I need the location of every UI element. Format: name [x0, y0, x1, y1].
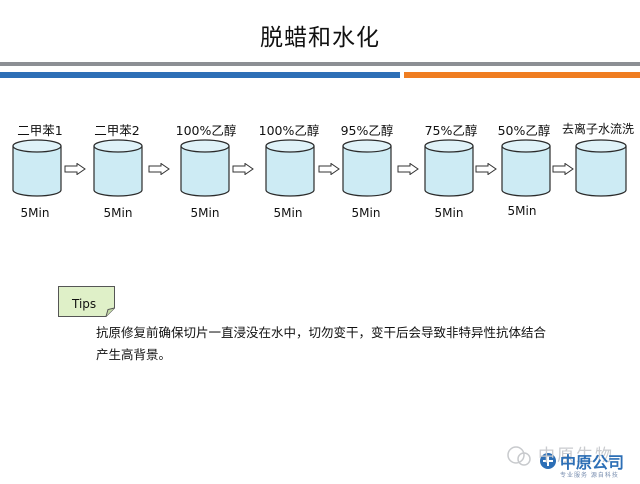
reagent-tank-icon	[180, 139, 230, 197]
stage-label: 二甲苯1	[17, 123, 63, 138]
tips-note-text: 抗原修复前确保切片一直浸没在水中，切勿变干，变干后会导致非特异性抗体结合产生高背…	[96, 325, 547, 362]
stage-label: 95%乙醇	[340, 123, 394, 138]
arrow-right-icon	[318, 163, 340, 175]
stage-label: 75%乙醇	[424, 123, 478, 138]
arrow-right-icon	[232, 163, 254, 175]
stage-time: 5Min	[103, 206, 133, 220]
tips-label: Tips	[72, 297, 97, 311]
tips-note-shape	[58, 286, 115, 317]
watermark-logo-text: 中原公司	[560, 453, 625, 472]
stage-label: 二甲苯2	[94, 123, 140, 138]
reagent-tank-icon	[424, 139, 474, 197]
arrow-right-icon	[552, 163, 574, 175]
stage-label: 100%乙醇	[258, 123, 320, 138]
watermark-logo-subtext: 专业服务 源自科技	[560, 472, 619, 479]
stage-label: 50%乙醇	[497, 123, 551, 138]
stage-time: 5Min	[507, 204, 537, 218]
header-divider-orange	[404, 72, 640, 78]
stage-label: 100%乙醇	[175, 123, 237, 138]
reagent-tank-icon	[575, 139, 627, 197]
stage-label: 去离子水流洗	[561, 122, 634, 136]
watermark-logo	[507, 446, 556, 469]
reagent-tank-icon	[265, 139, 315, 197]
page-title: 脱蜡和水化	[260, 25, 380, 51]
stage-time: 5Min	[20, 206, 50, 220]
stage-time: 5Min	[434, 206, 464, 220]
stage-time: 5Min	[190, 206, 220, 220]
reagent-tank-icon	[501, 139, 551, 197]
arrow-right-icon	[475, 163, 497, 175]
stage-time: 5Min	[273, 206, 303, 220]
header-divider-blue	[0, 72, 400, 78]
reagent-tank-icon	[93, 139, 143, 197]
reagent-tank-icon	[12, 139, 62, 197]
watermark-text: 中原生物	[538, 446, 614, 466]
arrow-right-icon	[148, 163, 170, 175]
arrow-right-icon	[64, 163, 86, 175]
header-divider-gray	[0, 62, 640, 66]
arrow-right-icon	[397, 163, 419, 175]
stage-time: 5Min	[351, 206, 381, 220]
reagent-tank-icon	[342, 139, 392, 197]
